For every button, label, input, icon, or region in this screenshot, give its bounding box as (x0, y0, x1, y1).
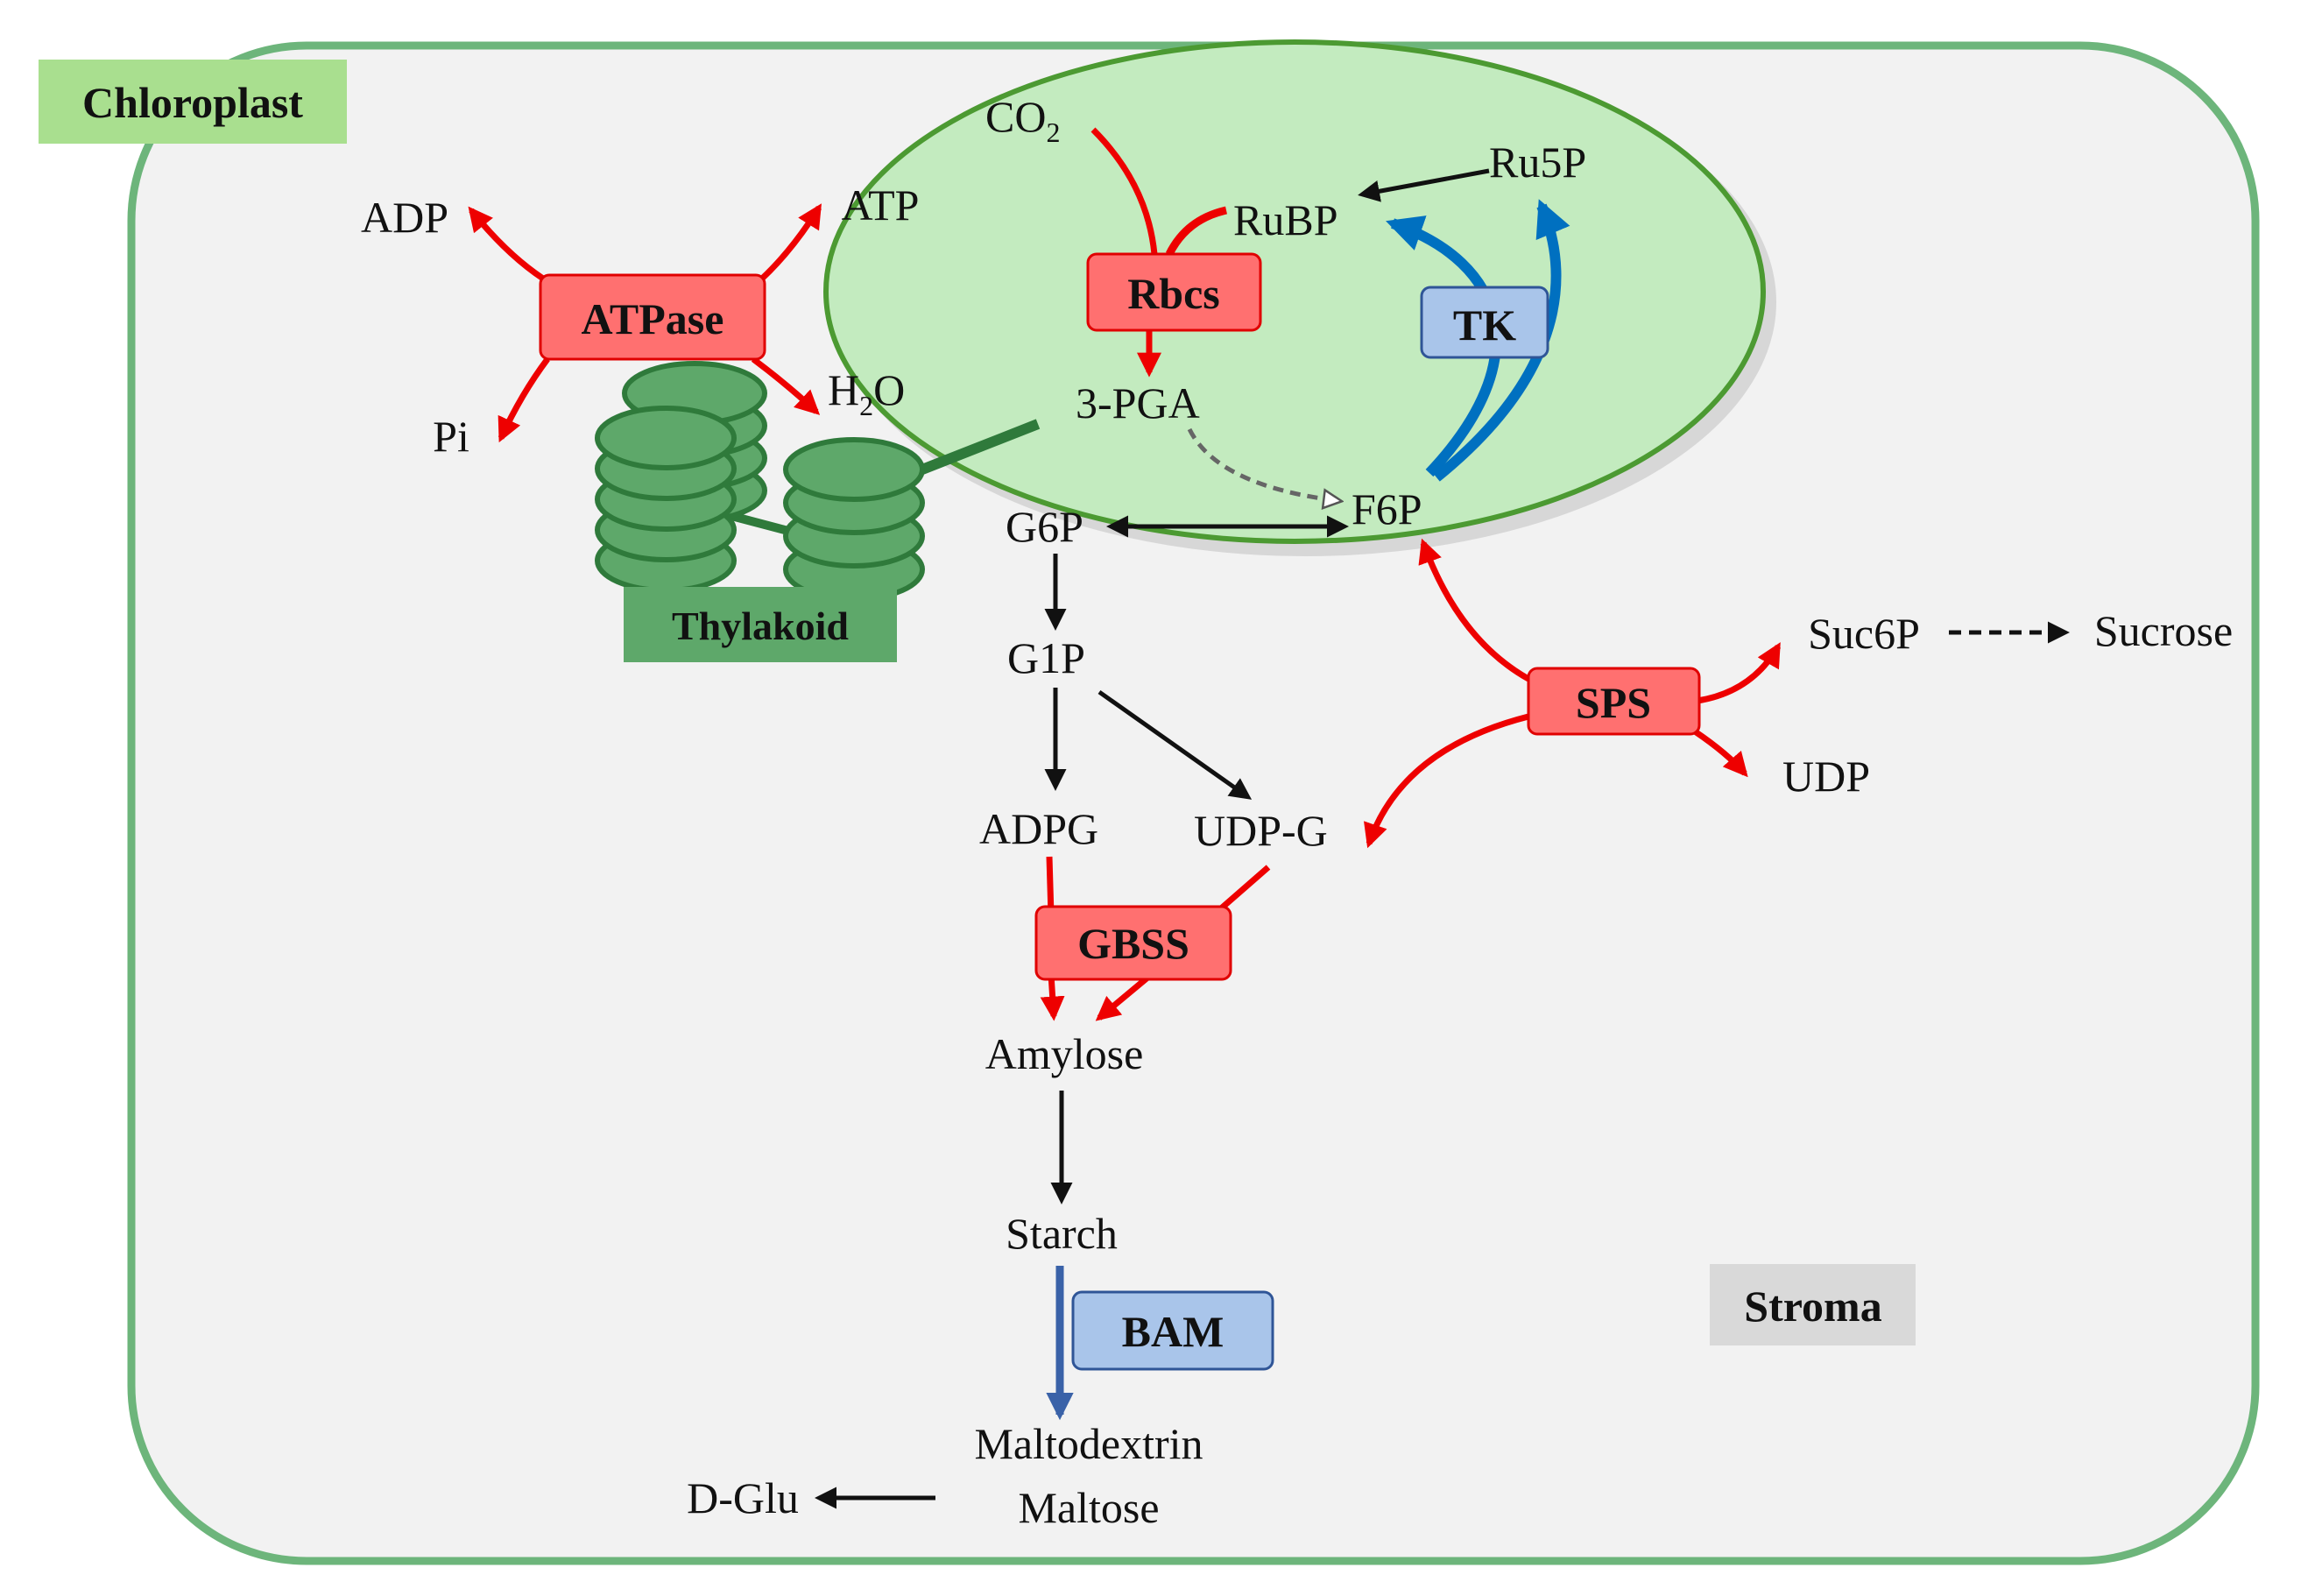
thylakoid-stack-right (783, 437, 925, 602)
label-udpg: UDP-G (1194, 806, 1328, 855)
enzyme-rbcs-label: Rbcs (1127, 269, 1220, 318)
enzyme-tk-box (1420, 286, 1549, 359)
label-3pga: 3-PGA (1076, 378, 1200, 427)
label-adp: ADP (361, 193, 448, 242)
arrow-sps-udpg (1364, 713, 1529, 849)
enzyme-atpase-box (539, 273, 766, 361)
arrow-ru5p-rubp (1358, 168, 1490, 202)
enzyme-bam-label: BAM (1122, 1307, 1225, 1356)
label-g1p: G1P (1007, 633, 1085, 682)
label-atp: ATP (842, 180, 920, 230)
stroma-label: Stroma (1744, 1282, 1881, 1331)
label-amylose: Amylose (985, 1029, 1144, 1078)
enzyme-gbss-box (1034, 905, 1232, 981)
thylakoid-label-box (624, 587, 897, 662)
arrow-atpase-h2o (751, 357, 821, 415)
arrow-atpase-adp (468, 206, 545, 281)
enzyme-tk-label: TK (1453, 300, 1516, 350)
arrow-atpase-atp (759, 203, 822, 281)
arrow-co2-rbcs (1090, 127, 1158, 255)
arrow-gbss-amylose-right (1095, 971, 1154, 1021)
enzyme-gbss-label: GBSS (1077, 919, 1189, 968)
arrow-sps-udp (1693, 729, 1748, 778)
arrow-rubp-rbcs (1165, 206, 1228, 257)
enzyme-bam-box (1071, 1290, 1274, 1371)
arrow-atpase-pi (498, 357, 550, 443)
label-udp: UDP (1782, 752, 1870, 801)
chloroplast-label: Chloroplast (82, 78, 303, 127)
label-rubp: RuBP (1233, 195, 1338, 244)
enzyme-sps-label: SPS (1576, 678, 1651, 727)
enzyme-rbcs-box (1086, 252, 1262, 332)
chloroplast-label-box (39, 60, 347, 144)
arrow-gbss-amylose-left (1040, 973, 1065, 1021)
label-pi: Pi (433, 412, 469, 461)
enzyme-sps-box (1527, 667, 1701, 736)
label-co2: CO2 (985, 92, 1060, 148)
arrow-sps-suc6p (1697, 642, 1782, 704)
label-h2o: H2O (828, 365, 905, 421)
arrow-g1p-udpg (1097, 689, 1253, 800)
enzyme-atpase-label: ATPase (582, 294, 724, 343)
label-sucrose: Sucrose (2094, 606, 2233, 655)
arrow-3pga-f6p (1187, 427, 1340, 501)
label-suc6p: Suc6P (1808, 609, 1920, 658)
stroma-label-box (1710, 1264, 1916, 1345)
label-f6p: F6P (1352, 484, 1422, 533)
calvin-cycle-ellipse (823, 39, 1766, 544)
label-maltose: Maltose (1018, 1483, 1159, 1532)
label-adpg: ADPG (979, 804, 1098, 853)
label-dglu: D-Glu (687, 1473, 799, 1522)
thylakoid-stack-left (595, 406, 737, 593)
label-starch: Starch (1006, 1209, 1118, 1258)
arrow-sps-f6p (1418, 538, 1530, 682)
label-maltodextrin: Maltodextrin (974, 1419, 1203, 1468)
label-g6p: G6P (1006, 502, 1083, 551)
label-ru5p: Ru5P (1489, 138, 1586, 187)
thylakoid-label: Thylakoid (672, 604, 849, 648)
